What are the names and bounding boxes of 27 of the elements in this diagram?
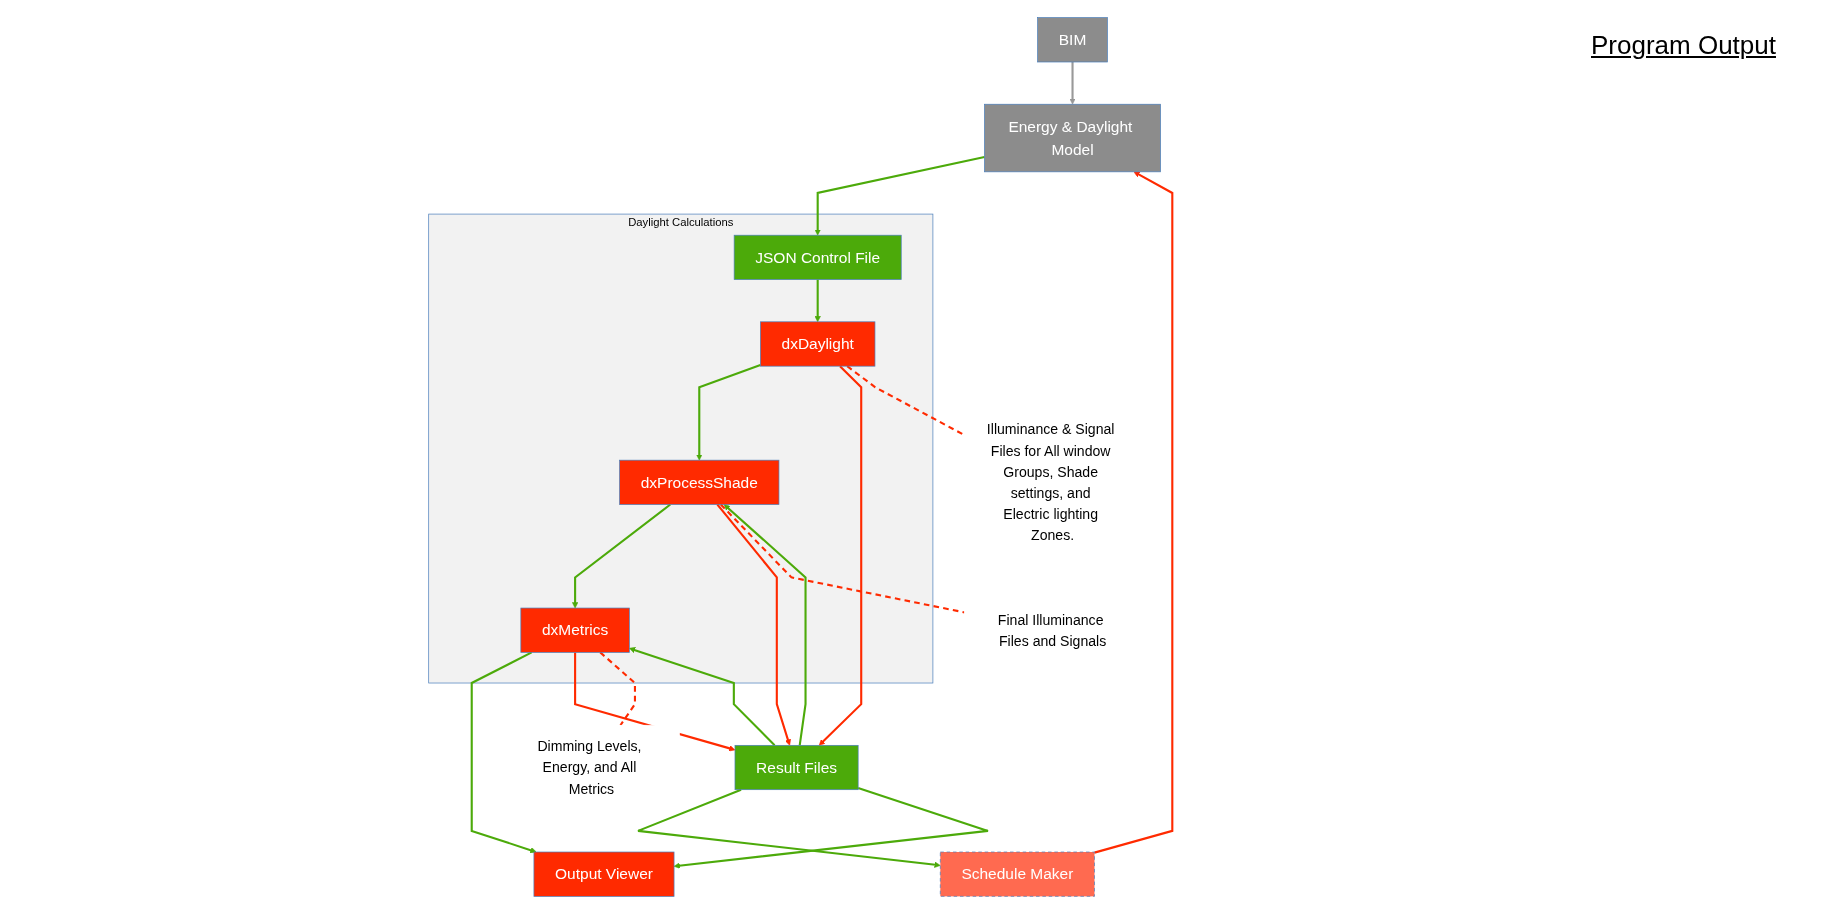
arrow bbox=[723, 503, 807, 745]
arrow bbox=[818, 364, 863, 746]
arrow bbox=[572, 503, 671, 608]
arrow bbox=[637, 788, 941, 868]
node-text: Illuminance & Signal Files for All window Groups, Shade settings, and Electric lighting Zones. bbox=[986, 421, 1115, 543]
arrow bbox=[470, 650, 537, 853]
connector bbox=[599, 651, 636, 726]
node-box: BIM bbox=[1037, 16, 1108, 62]
node-box: dxDaylight bbox=[760, 320, 876, 367]
arrow bbox=[696, 363, 761, 460]
arrow bbox=[1094, 171, 1174, 854]
arrow bbox=[673, 786, 989, 869]
arrow bbox=[1069, 61, 1076, 104]
arrow bbox=[814, 155, 985, 235]
arrow bbox=[629, 646, 776, 746]
arrow bbox=[814, 279, 821, 322]
node-box: Energy & Daylight Model bbox=[984, 103, 1161, 172]
node-box: dxMetrics bbox=[520, 607, 630, 653]
column-heading: Program Output bbox=[1591, 30, 1777, 61]
node-box: dxProcessShade bbox=[619, 459, 780, 505]
node-box: Schedule Maker bbox=[939, 851, 1095, 897]
arrow bbox=[716, 503, 791, 746]
node-text: Final Illuminance Files and Signals bbox=[997, 611, 1107, 649]
node-box: Output Viewer bbox=[533, 851, 675, 897]
node-box: Result Files bbox=[734, 744, 859, 790]
node-box: JSON Control File bbox=[733, 234, 902, 280]
connector bbox=[720, 503, 965, 613]
